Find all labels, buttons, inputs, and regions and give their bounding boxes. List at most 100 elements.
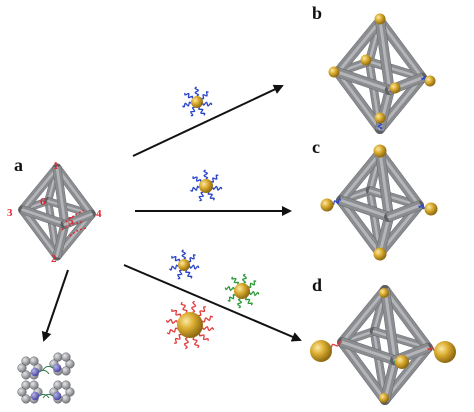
helix-circle (29, 356, 39, 366)
origami-helix (375, 19, 389, 93)
gold-nanoparticle (234, 283, 250, 299)
origami-helix (380, 149, 424, 206)
capture-strand (65, 209, 85, 223)
origami-helix (378, 19, 424, 80)
origami-helix (336, 70, 382, 131)
dna-strand (203, 169, 209, 180)
origami-helix (339, 198, 391, 219)
dna-strand (189, 185, 200, 193)
vertex-label-1: 1 (53, 160, 59, 172)
origami-helix (378, 19, 392, 92)
octahedron-c (320, 144, 438, 261)
helix-bundle-cross-section (17, 356, 50, 380)
origami-helix (383, 358, 397, 402)
helix-bundle-cross-section (42, 352, 75, 376)
dna-strand (198, 106, 206, 116)
dna-strand (227, 293, 236, 302)
dna-strand (171, 255, 181, 262)
dna-strand (192, 336, 200, 349)
helix-circle (17, 387, 27, 397)
origami-helix (335, 73, 391, 95)
gold-nanoparticle (178, 259, 190, 271)
dna-strand (180, 301, 188, 314)
dna-strand (183, 337, 189, 350)
highlighted-helix (52, 391, 62, 401)
helix-circle (61, 394, 71, 404)
gold-nanoparticle (191, 96, 203, 108)
origami-helix (386, 359, 400, 403)
origami-helix (333, 72, 380, 133)
highlighted-helix (52, 363, 62, 373)
origami-helix (368, 189, 421, 207)
origami-helix (340, 288, 387, 344)
gold-nanoparticle (395, 355, 409, 369)
gold-nanoparticle (177, 312, 203, 338)
origami-helix (338, 342, 385, 404)
origami-helix (339, 198, 382, 255)
origami-helix (340, 340, 397, 362)
helix-circle (21, 380, 31, 390)
dna-strand (171, 309, 182, 317)
dna-strand (198, 191, 204, 202)
origami-helix (338, 21, 384, 76)
dna-strand (241, 273, 248, 284)
helix-circle (21, 370, 31, 380)
dna-strand (188, 254, 196, 263)
dna-strand (194, 86, 200, 97)
gold-nanoparticle (320, 198, 334, 212)
origami-helix (19, 164, 57, 210)
dna-strand (189, 264, 200, 270)
helix-circle (65, 387, 75, 397)
octahedron-d (310, 285, 456, 405)
helix-circle (65, 359, 75, 369)
dna-strand (191, 300, 197, 313)
origami-helix (55, 166, 93, 216)
origami-helix (338, 201, 390, 222)
dna-strand (166, 327, 179, 335)
origami-helix (378, 151, 391, 219)
origami-helix (340, 340, 387, 402)
gold-nanoparticle (389, 82, 401, 94)
origami-helix (380, 358, 394, 401)
dna-strand (190, 106, 196, 117)
dna-strand (177, 269, 183, 280)
gold-nanoparticle (424, 75, 436, 87)
dna-strand (184, 92, 194, 99)
extension-strand (38, 369, 50, 375)
origami-helix (52, 166, 64, 227)
origami-helix (63, 212, 93, 226)
origami-helix (381, 216, 394, 256)
arrow-to-d (123, 264, 302, 342)
vertex-label-2: 2 (51, 253, 57, 265)
nanoparticles (165, 86, 260, 350)
helix-bundle-cross-section (17, 380, 50, 404)
vertex-label-4: 4 (96, 208, 102, 220)
dna-strand (174, 333, 182, 344)
gold-nanoparticle (360, 54, 372, 66)
dna-strand (198, 306, 206, 317)
origami-helix (372, 329, 430, 350)
origami-helix (23, 168, 61, 213)
origami-helix (342, 290, 389, 346)
origami-helix (20, 210, 66, 229)
gold-nanoparticle (434, 341, 456, 363)
dna-strand (185, 269, 193, 279)
cross-section-illustration (17, 352, 75, 404)
gold-nanoparticle (379, 393, 389, 403)
arrow-to-cross-section (41, 269, 69, 342)
origami-helix (380, 288, 394, 363)
origami-helix (21, 208, 67, 226)
origami-helix (381, 18, 395, 92)
origami-helix (57, 164, 95, 215)
gold-nanoparticle (374, 112, 386, 124)
origami-helix (336, 19, 382, 74)
origami-helix (333, 17, 380, 72)
helix-circle (53, 380, 63, 390)
panel-label-b: b (312, 3, 323, 23)
helix-circle (53, 352, 63, 362)
helix-circle (21, 356, 31, 366)
highlighted-helix (30, 367, 40, 377)
dna-strand (198, 333, 209, 341)
dna-strand (202, 326, 215, 332)
helix-bundle-cross-section (42, 380, 75, 404)
